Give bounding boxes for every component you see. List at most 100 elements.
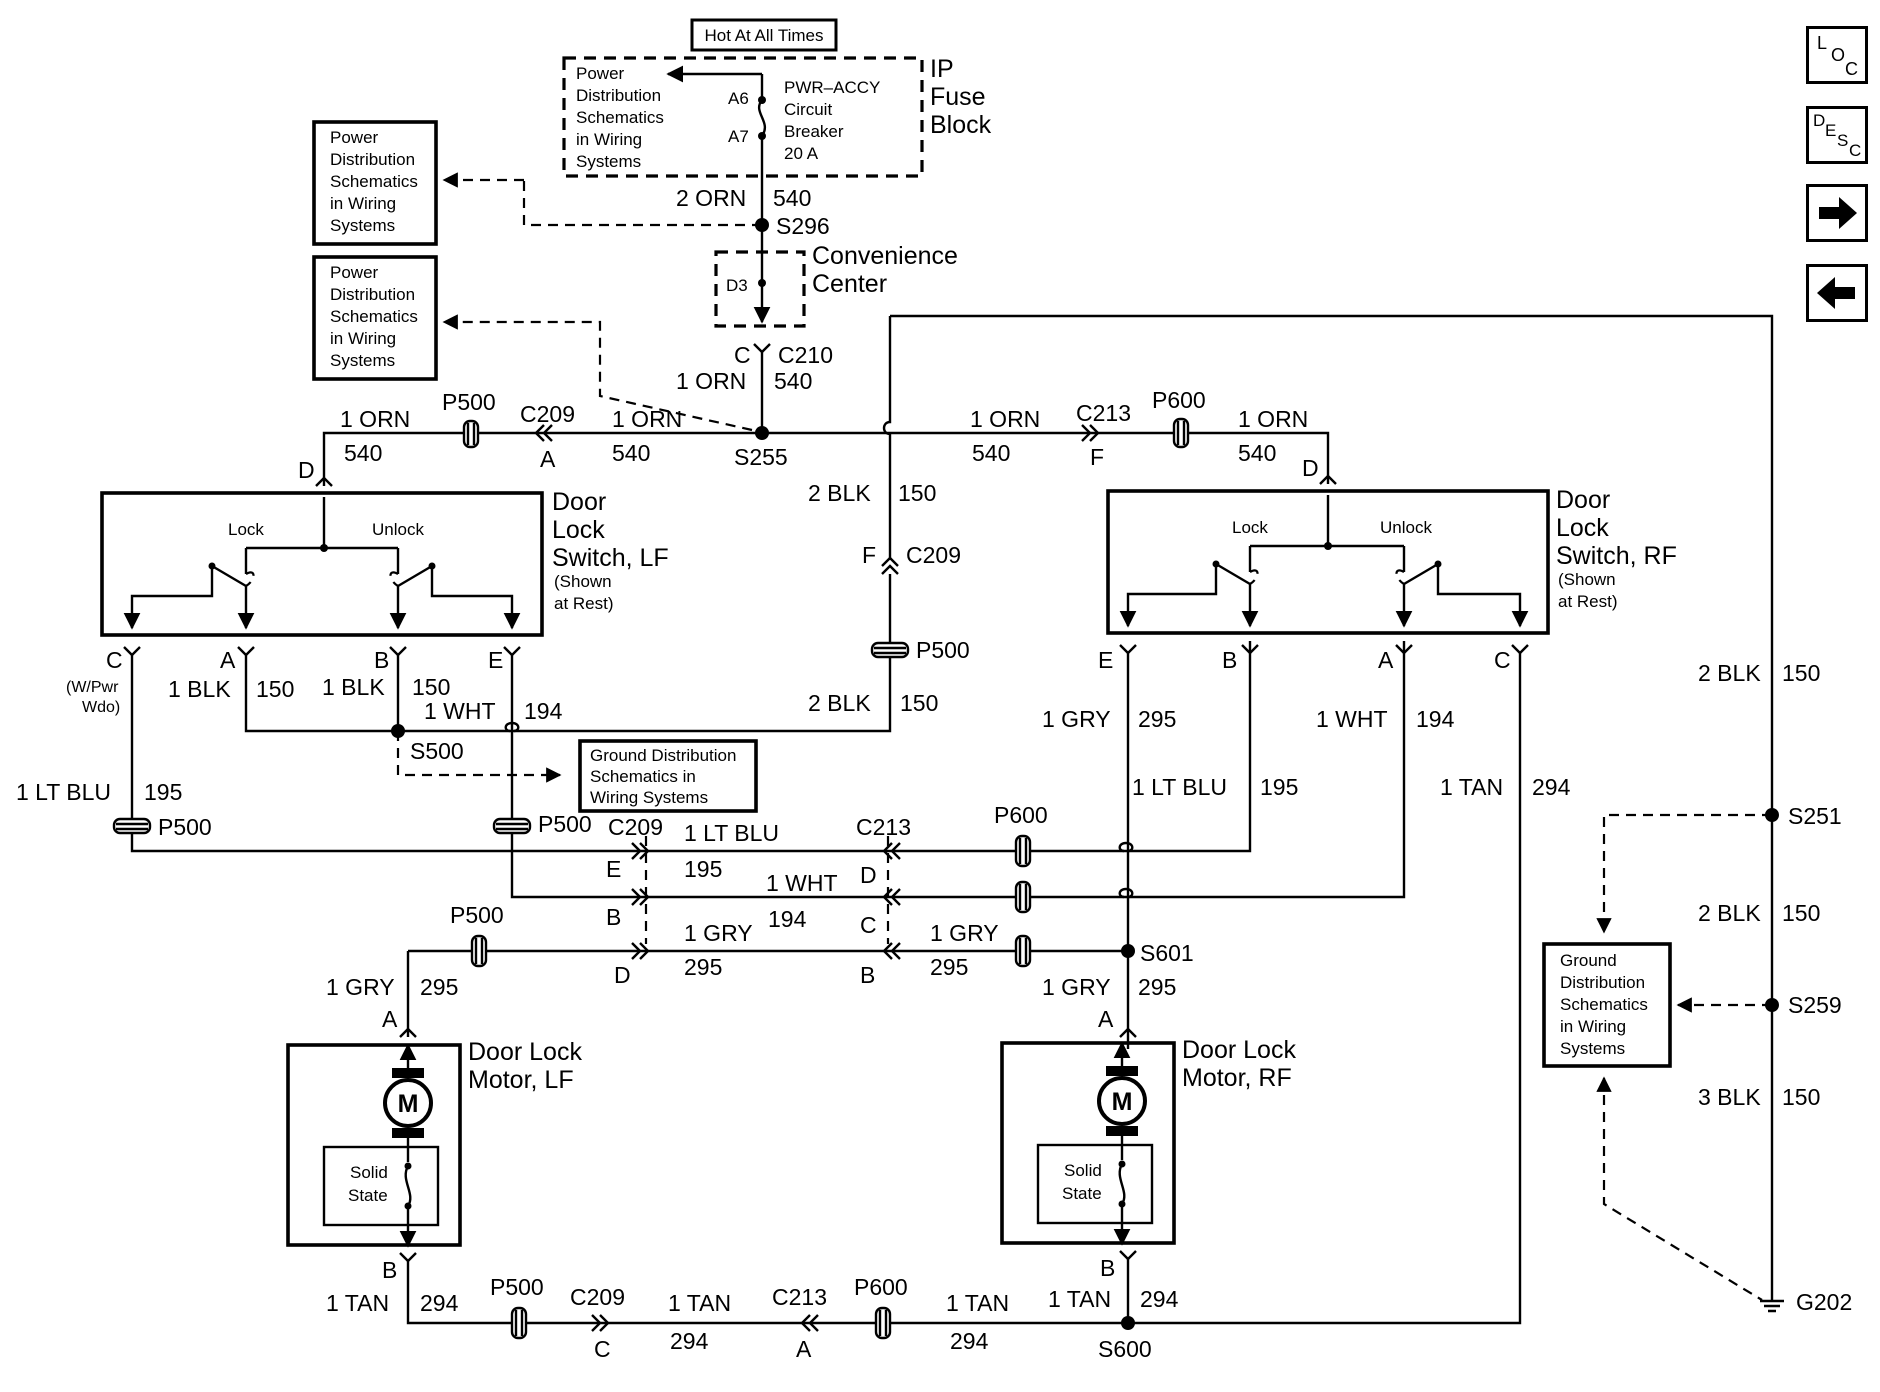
svg-text:Schematics: Schematics — [576, 108, 664, 127]
svg-text:Ground: Ground — [1560, 951, 1617, 970]
pd-box-2-text: Power Distribution Schematics in Wiring … — [330, 263, 418, 370]
lf-wht-wire — [510, 655, 862, 899]
svg-text:PWR–ACCY: PWR–ACCY — [784, 78, 880, 97]
next-page-button[interactable] — [1806, 184, 1868, 242]
lf-p500a-label: P500 — [158, 814, 212, 840]
loc-button[interactable]: L O C — [1806, 26, 1868, 84]
lf-c209-pin-a: A — [540, 446, 556, 472]
s259-label: S259 — [1788, 992, 1842, 1018]
svg-text:B: B — [374, 647, 389, 673]
bottom-294b-label: 294 — [950, 1328, 989, 1354]
rf-solid-state-box — [1036, 1143, 1154, 1225]
arrow-left-icon — [1817, 277, 1855, 309]
s296-to-pd-dashed — [444, 180, 762, 227]
lf-solid-state-label: Solid State — [348, 1163, 388, 1205]
circuit-breaker-symbol — [757, 99, 767, 137]
svg-text:Power: Power — [330, 128, 379, 147]
gnd-150c-label: 150 — [1782, 1084, 1820, 1110]
gd-box-right-text: Ground Distribution Schematics in Wiring… — [1560, 951, 1648, 1058]
svg-text:E: E — [1098, 647, 1113, 673]
g202-label: G202 — [1796, 1289, 1852, 1315]
mid-pin-b: B — [606, 904, 621, 930]
pd-box-1-text: Power Distribution Schematics in Wiring … — [330, 128, 418, 235]
mid-gry-label: 1 GRY — [684, 920, 753, 946]
svg-text:E: E — [488, 647, 503, 673]
mid-c209-label: C209 — [906, 542, 961, 568]
lf-pin-d: D — [298, 457, 315, 483]
ip-fuse-block-label: IP Fuse Block — [930, 55, 992, 139]
mid-195-label: 195 — [684, 856, 722, 882]
wire-to-rf-switch — [762, 431, 1330, 484]
lf-lock-label: Lock — [228, 520, 264, 539]
prev-page-button[interactable] — [1806, 264, 1868, 322]
splice-s601 — [1121, 944, 1135, 958]
rf-ltblu-label: 1 LT BLU — [1132, 774, 1227, 800]
svg-text:IP: IP — [930, 55, 954, 83]
rf-540b-label: 540 — [1238, 440, 1276, 466]
gnd-blk2b-label: 2 BLK — [1698, 900, 1761, 926]
splice-s600 — [1121, 1316, 1135, 1330]
svg-text:Door: Door — [1556, 486, 1610, 514]
convenience-center-box — [714, 250, 806, 328]
rf-295b-label: 295 — [1138, 974, 1176, 1000]
svg-text:Door: Door — [552, 488, 606, 516]
svg-text:in Wiring: in Wiring — [330, 329, 396, 348]
rf-motor-tan-label: 1 TAN — [1048, 1286, 1111, 1312]
mid-c209b-label: C209 — [608, 814, 663, 840]
mid-pin-d: D — [860, 862, 877, 888]
rf-pin-d: D — [1302, 455, 1319, 481]
p600-grommet-rf-top — [1172, 417, 1190, 449]
wire-1-orn-label: 1 ORN — [676, 368, 746, 394]
rf-295-label: 295 — [1138, 706, 1176, 732]
lf-unlock-label: Unlock — [372, 520, 424, 539]
door-lock-switch-lf — [100, 491, 544, 637]
svg-text:Lock: Lock — [552, 516, 605, 544]
lf-motor-pin-b: B — [382, 1257, 397, 1283]
bottom-p500-label: P500 — [490, 1274, 544, 1300]
c213-connector-bottom — [800, 1314, 819, 1332]
svg-text:Door Lock: Door Lock — [468, 1038, 582, 1066]
p500-grommet-mid — [870, 641, 910, 659]
svg-text:Switch, RF: Switch, RF — [1556, 542, 1677, 570]
bottom-tan2-label: 1 TAN — [946, 1290, 1009, 1316]
bottom-pin-c: C — [594, 1336, 611, 1362]
s255-to-pd-dashed — [442, 314, 753, 432]
gd-to-g202-dashed — [1596, 1076, 1763, 1301]
bottom-294-label: 294 — [670, 1328, 709, 1354]
lf-194-label: 194 — [524, 698, 563, 724]
svg-text:Lock: Lock — [1556, 514, 1609, 542]
svg-text:(Shown: (Shown — [1558, 570, 1616, 589]
mid-wht-label: 1 WHT — [766, 870, 838, 896]
p500-grommet-lf-top — [462, 419, 480, 449]
rf-unlock-label: Unlock — [1380, 518, 1432, 537]
lf-motor-p500-label: P500 — [450, 902, 504, 928]
mid-ltblu-label: 1 LT BLU — [684, 820, 779, 846]
gnd-150b-label: 150 — [1782, 900, 1820, 926]
wire-2-orn-label: 2 ORN — [676, 185, 746, 211]
s251-label: S251 — [1788, 803, 1842, 829]
mid-pin-b2: B — [860, 962, 875, 988]
mid-pin-d2: D — [614, 962, 631, 988]
pd-in-fuse-block-text: Power Distribution Schematics in Wiring … — [576, 64, 664, 171]
bottom-tan-label: 1 TAN — [668, 1290, 731, 1316]
rf-tan-wire — [1128, 653, 1522, 1325]
c210-connector-symbol — [753, 343, 771, 354]
rf-pin-d-connector — [1319, 474, 1337, 485]
svg-text:C: C — [106, 647, 123, 673]
rf-switch-title: Door Lock Switch, RF (Shown at Rest) — [1556, 486, 1677, 611]
svg-text:Schematics: Schematics — [1560, 995, 1648, 1014]
svg-text:Circuit: Circuit — [784, 100, 832, 119]
lf-p500-label: P500 — [442, 389, 496, 415]
svg-text:State: State — [348, 1186, 388, 1205]
p600-grommets-mid — [1014, 834, 1032, 968]
c209-connector-bottom — [591, 1314, 610, 1332]
svg-text:Fuse: Fuse — [930, 83, 986, 111]
desc-button[interactable]: D E S C — [1806, 106, 1868, 164]
svg-text:Systems: Systems — [330, 216, 395, 235]
lf-motor-gry-label: 1 GRY — [326, 974, 395, 1000]
s500-to-gd-dashed — [396, 731, 562, 783]
s251-to-gd-dashed — [1596, 813, 1772, 934]
wire-2-blk-150-ground-run — [890, 314, 1774, 1301]
c209-connector-mid — [881, 556, 899, 575]
